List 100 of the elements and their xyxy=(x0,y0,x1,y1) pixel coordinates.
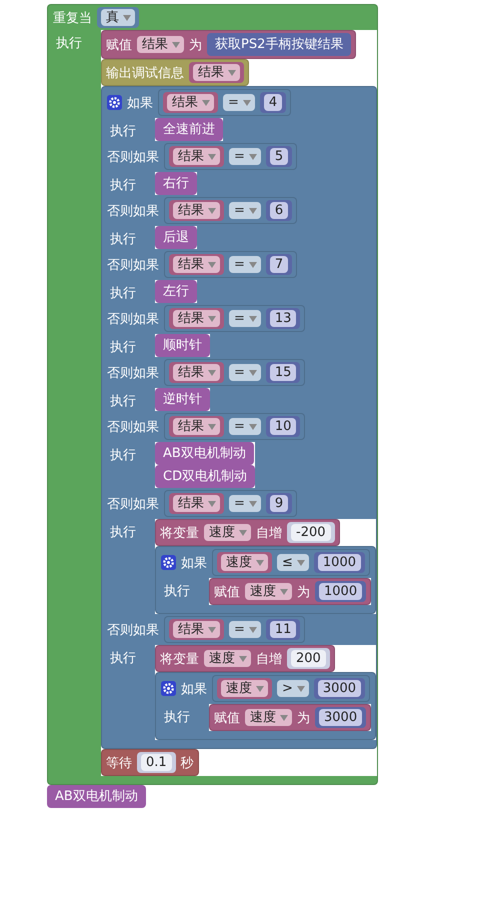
variable-block xyxy=(169,619,224,640)
compare-block xyxy=(164,490,298,517)
number-block xyxy=(260,92,286,113)
action-block: 右行 xyxy=(155,172,197,195)
number-block xyxy=(266,416,300,437)
operator-dropdown: = xyxy=(229,256,261,273)
number-block xyxy=(314,678,365,699)
number-field: 13 xyxy=(270,310,296,327)
block-label: 否则如果 xyxy=(107,148,159,166)
if-block xyxy=(155,546,376,614)
action-block: 左行 xyxy=(155,280,197,303)
variable-block xyxy=(169,493,224,514)
number-block xyxy=(315,581,366,602)
number-field: 3000 xyxy=(318,680,361,697)
block-label: 如果 xyxy=(181,554,207,572)
variable-dropdown: 速度 xyxy=(245,583,292,600)
number-field: 10 xyxy=(270,418,296,435)
operator-dropdown: = xyxy=(229,148,261,165)
number-field: 15 xyxy=(270,364,296,381)
number-block xyxy=(266,362,300,383)
variable-dropdown: 结果 xyxy=(173,202,220,219)
block-label: 否则如果 xyxy=(107,202,159,220)
compare-block xyxy=(212,549,370,576)
block-label: 赋值 xyxy=(106,36,132,54)
number-field: 3000 xyxy=(319,709,362,726)
block-label: 执行 xyxy=(110,448,136,463)
block-label: 自增 xyxy=(256,524,282,542)
compare-block xyxy=(164,359,306,386)
block-label: 否则如果 xyxy=(107,364,159,382)
block-label: 否则如果 xyxy=(107,310,159,328)
number-field: 6 xyxy=(270,202,288,219)
compare-block xyxy=(158,89,292,116)
action-block: CD双电机制动 xyxy=(155,465,256,488)
number-block xyxy=(287,522,335,543)
block-label: 执行 xyxy=(164,584,190,599)
block-label: 为 xyxy=(189,36,202,54)
print-block xyxy=(101,59,249,86)
number-block xyxy=(314,552,365,573)
block-label: 重复当 xyxy=(53,10,92,26)
compare-block xyxy=(164,413,306,440)
variable-dropdown: 结果 xyxy=(173,148,220,165)
block-label: 执行 xyxy=(164,710,190,725)
variable-block xyxy=(189,62,244,83)
block-label: 如果 xyxy=(181,680,207,698)
number-block xyxy=(287,648,330,669)
block-label: 执行 xyxy=(110,124,136,139)
block-label: 否则如果 xyxy=(107,418,159,436)
number-block xyxy=(266,308,300,329)
number-field: 0.1 xyxy=(141,754,172,771)
compare-block xyxy=(164,616,306,643)
block-label: 执行 xyxy=(110,651,136,666)
block-label: 执行 xyxy=(110,232,136,247)
variable-block xyxy=(217,678,272,699)
operator-dropdown: > xyxy=(277,680,309,697)
variable-dropdown: 结果 xyxy=(173,256,220,273)
block-label: 将变量 xyxy=(160,650,199,668)
action-block: 顺时针 xyxy=(155,334,210,357)
assign-block xyxy=(209,578,372,605)
block-label: 等待 xyxy=(106,754,132,772)
variable-dropdown: 结果 xyxy=(167,94,214,111)
variable-dropdown: 结果 xyxy=(193,64,240,81)
variable-block xyxy=(217,552,272,573)
variable-block xyxy=(163,92,218,113)
compare-block xyxy=(164,305,306,332)
variable-block xyxy=(169,146,224,167)
operator-dropdown: = xyxy=(229,364,261,381)
operator-dropdown: = xyxy=(229,495,261,512)
block-label: 执行 xyxy=(110,286,136,301)
increment-block xyxy=(155,645,335,672)
block-label: 否则如果 xyxy=(107,622,159,638)
block-label: 执行 xyxy=(110,178,136,193)
block-label: 输出调试信息 xyxy=(106,64,184,82)
assign-block xyxy=(209,704,372,731)
number-field: -200 xyxy=(291,524,331,541)
sensor-block: 获取PS2手柄按键结果 xyxy=(207,33,352,56)
block-label: 如果 xyxy=(127,94,153,112)
block-label: 将变量 xyxy=(160,524,199,542)
operator-dropdown: = xyxy=(229,202,261,219)
block-label: 否则如果 xyxy=(107,256,159,274)
action-block: AB双电机制动 xyxy=(155,442,254,465)
number-block xyxy=(137,752,176,773)
number-block xyxy=(266,146,292,167)
variable-dropdown: 速度 xyxy=(221,554,268,571)
number-block xyxy=(266,254,292,275)
action-block: 后退 xyxy=(155,226,197,249)
boolean-dropdown: 真 xyxy=(101,9,135,26)
number-field: 200 xyxy=(291,650,326,667)
number-field: 1000 xyxy=(319,583,362,600)
variable-dropdown: 结果 xyxy=(173,621,220,638)
loop-block xyxy=(47,4,378,785)
number-field: 4 xyxy=(264,94,282,111)
assign-block xyxy=(101,30,356,59)
number-field: 11 xyxy=(270,621,296,638)
if-block xyxy=(155,672,376,740)
number-block xyxy=(266,619,300,640)
operator-dropdown: = xyxy=(229,418,261,435)
variable-block xyxy=(169,200,224,221)
variable-block xyxy=(169,308,224,329)
number-block xyxy=(266,200,292,221)
variable-dropdown: 结果 xyxy=(173,495,220,512)
